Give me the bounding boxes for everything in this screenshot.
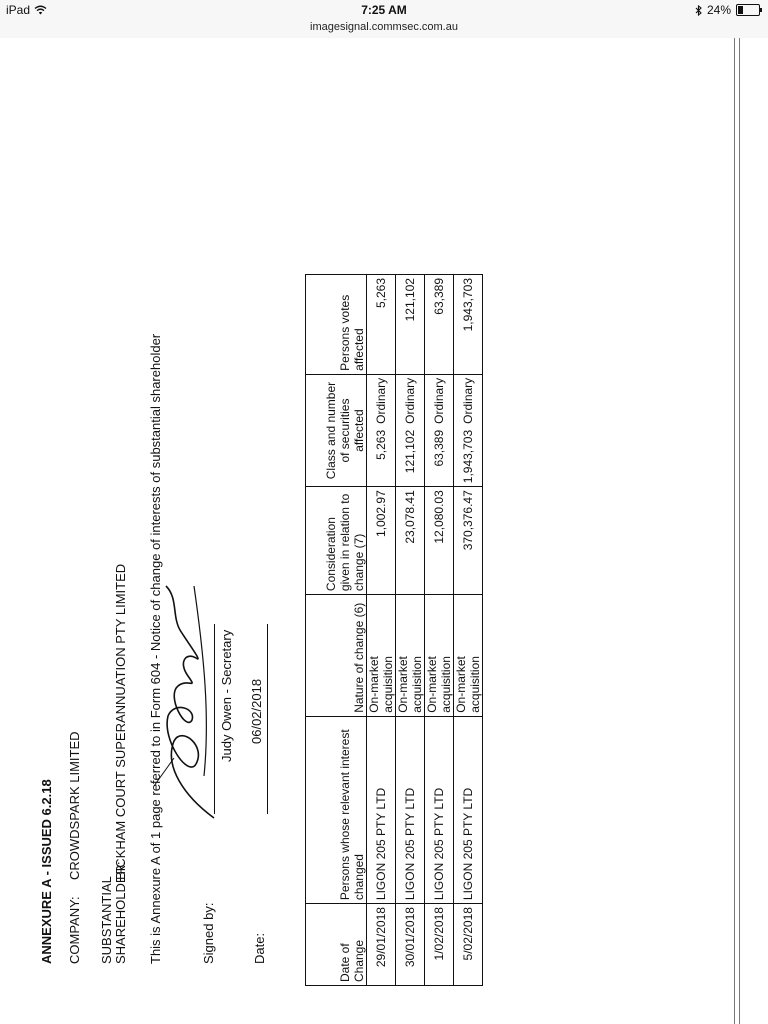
status-time: 7:25 AM bbox=[361, 3, 407, 17]
cell-number: 5,263 bbox=[374, 429, 388, 460]
cell-class-name: Ordinary bbox=[432, 377, 446, 424]
cell-person: LIGON 205 PTY LTD bbox=[424, 716, 454, 904]
cell-class: 1,943,703 Ordinary bbox=[453, 374, 483, 487]
table-body: 29/01/2018 LIGON 205 PTY LTD On-market a… bbox=[366, 274, 483, 986]
status-right: 24% bbox=[695, 3, 762, 17]
date-label: Date: bbox=[252, 932, 267, 964]
table-header: Date of Change Persons whose relevant in… bbox=[305, 274, 367, 986]
page-edge-line bbox=[734, 38, 735, 1024]
cell-date: 1/02/2018 bbox=[424, 903, 454, 986]
header-consideration: Consideration given in relation to chang… bbox=[305, 486, 367, 595]
header-nature: Nature of change (6) bbox=[305, 594, 367, 717]
date-value: 06/02/2018 bbox=[249, 678, 264, 744]
change-table: Date of Change Persons whose relevant in… bbox=[305, 274, 483, 986]
cell-class-name: Ordinary bbox=[374, 377, 388, 424]
table-row: 5/02/2018 LIGON 205 PTY LTD On-market ac… bbox=[453, 274, 483, 986]
battery-percent: 24% bbox=[706, 3, 731, 17]
status-bar: iPad 7:25 AM 24% bbox=[0, 0, 768, 20]
cell-nature: On-market acquisition bbox=[453, 594, 483, 717]
wifi-icon bbox=[34, 5, 47, 15]
cell-number: 63,389 bbox=[432, 429, 446, 467]
cell-consideration: 12,080.03 bbox=[424, 486, 454, 595]
annexure-page: ANNEXURE A - ISSUED 6.2.18 COMPANY: CROW… bbox=[39, 56, 729, 986]
cell-person: LIGON 205 PTY LTD bbox=[395, 716, 425, 904]
cell-votes: 5,263 bbox=[366, 274, 396, 375]
cell-votes: 63,389 bbox=[424, 274, 454, 375]
cell-nature: On-market acquisition bbox=[424, 594, 454, 717]
annexure-heading: ANNEXURE A - ISSUED 6.2.18 bbox=[39, 779, 54, 964]
cell-class: 5,263 Ordinary bbox=[366, 374, 396, 487]
header-persons: Persons whose relevant interest changed bbox=[305, 716, 367, 904]
cell-votes: 1,943,703 bbox=[453, 274, 483, 375]
cell-person: LIGON 205 PTY LTD bbox=[453, 716, 483, 904]
signer-name: Judy Owen - Secretary bbox=[219, 629, 234, 762]
cell-class: 121,102 Ordinary bbox=[395, 374, 425, 487]
header-votes: Persons votes affected bbox=[305, 274, 367, 375]
page-edge-line bbox=[739, 38, 740, 1024]
cell-date: 5/02/2018 bbox=[453, 903, 483, 986]
cell-date: 29/01/2018 bbox=[366, 903, 396, 986]
document-viewer: ANNEXURE A - ISSUED 6.2.18 COMPANY: CROW… bbox=[0, 38, 768, 1024]
header-class: Class and number of securities affected bbox=[305, 374, 367, 487]
url-text: imagesignal.commsec.com.au bbox=[310, 21, 458, 33]
cell-consideration: 370,376.47 bbox=[453, 486, 483, 595]
device-name: iPad bbox=[6, 3, 31, 17]
date-line bbox=[267, 624, 268, 814]
table-header-row: Date of Change Persons whose relevant in… bbox=[305, 274, 367, 986]
cell-class-name: Ordinary bbox=[461, 377, 475, 424]
shareholder-label-line1: SUBSTANTIAL bbox=[99, 876, 114, 964]
table-row: 30/01/2018 LIGON 205 PTY LTD On-market a… bbox=[395, 274, 425, 986]
status-left: iPad bbox=[6, 3, 47, 17]
cell-number: 121,102 bbox=[403, 429, 417, 474]
cell-class-name: Ordinary bbox=[403, 377, 417, 424]
cell-person: LIGON 205 PTY LTD bbox=[366, 716, 396, 904]
cell-consideration: 23,078.41 bbox=[395, 486, 425, 595]
table-row: 1/02/2018 LIGON 205 PTY LTD On-market ac… bbox=[424, 274, 454, 986]
signed-by-label: Signed by: bbox=[201, 902, 216, 964]
shareholder-value: BICKHAM COURT SUPERANNUATION PTY LIMITED bbox=[113, 563, 128, 880]
header-date: Date of Change bbox=[305, 903, 367, 986]
cell-votes: 121,102 bbox=[395, 274, 425, 375]
cell-number: 1,943,703 bbox=[461, 429, 475, 484]
signature-image bbox=[153, 585, 215, 819]
bluetooth-icon bbox=[695, 4, 702, 16]
company-label: COMPANY: bbox=[67, 896, 82, 964]
battery-icon bbox=[736, 4, 762, 16]
company-value: CROWDSPARK LIMITED bbox=[67, 731, 82, 880]
cell-consideration: 1,002.97 bbox=[366, 486, 396, 595]
battery-fill bbox=[738, 6, 743, 14]
cell-nature: On-market acquisition bbox=[395, 594, 425, 717]
address-bar[interactable]: imagesignal.commsec.com.au bbox=[0, 20, 768, 39]
cell-date: 30/01/2018 bbox=[395, 903, 425, 986]
cell-nature: On-market acquisition bbox=[366, 594, 396, 717]
cell-class: 63,389 Ordinary bbox=[424, 374, 454, 487]
table-row: 29/01/2018 LIGON 205 PTY LTD On-market a… bbox=[366, 274, 396, 986]
